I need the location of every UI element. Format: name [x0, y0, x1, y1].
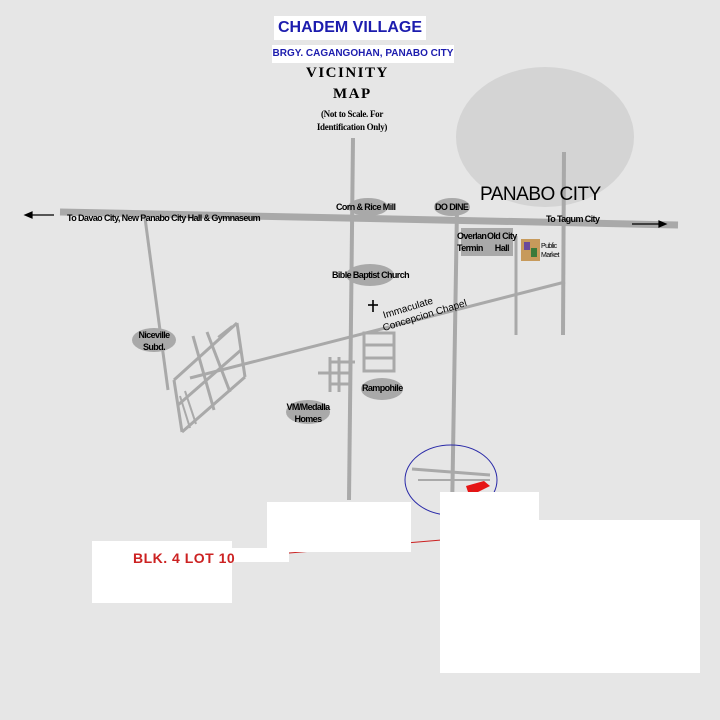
white-patch: [440, 520, 700, 673]
road-central: [347, 137, 355, 501]
rampohile-label: Rampohile: [362, 383, 403, 393]
road-diagonal: [189, 280, 566, 380]
niceville-subd-label: Niceville Subd.: [138, 330, 170, 352]
to-tagum-label: To Tagum City: [546, 214, 600, 224]
map-title: CHADEM VILLAGE: [274, 16, 426, 40]
road-niceville: [143, 217, 170, 391]
white-patch: [267, 502, 411, 552]
vm-medalla-homes-label: VM/Medalla Homes: [286, 402, 330, 424]
landmark-markers: [132, 198, 513, 424]
city-label: PANABO CITY: [480, 184, 601, 205]
lot-label-box: [92, 541, 232, 603]
map-subtitle: BRGY. CAGANGOHAN, PANABO CITY: [272, 45, 454, 63]
lot-label: BLK. 4 LOT 10: [133, 550, 236, 566]
lot-location-marker: [466, 481, 490, 492]
do-dine-label: DO DINE: [435, 202, 469, 212]
direction-arrows: [23, 211, 668, 228]
map-heading: MAP: [333, 86, 372, 102]
vicinity-heading: VICINITY: [306, 65, 389, 81]
road-network: [59, 137, 679, 516]
public-market-label: Public Market: [541, 243, 559, 259]
bible-baptist-church-label: Bible Baptist Church: [332, 270, 410, 280]
white-patch: [232, 548, 289, 562]
white-patch: [539, 520, 700, 530]
old-city-hall-label: Old City Hall: [487, 231, 517, 253]
scale-note: (Not to Scale. For Identification Only): [316, 109, 388, 132]
to-davao-label: To Davao City, New Panabo City Hall & Gy…: [67, 213, 261, 223]
public-market-icon: [521, 239, 540, 261]
corn-rice-mill-label: Corn & Rice Mill: [336, 202, 396, 212]
panabo-city-area: [456, 67, 634, 207]
church-cross-icon: [368, 300, 378, 312]
road-city: [561, 151, 566, 336]
road-east: [450, 207, 459, 516]
overland-terminal-label: Overlan Termin: [457, 231, 487, 253]
main-highway: [59, 208, 679, 229]
